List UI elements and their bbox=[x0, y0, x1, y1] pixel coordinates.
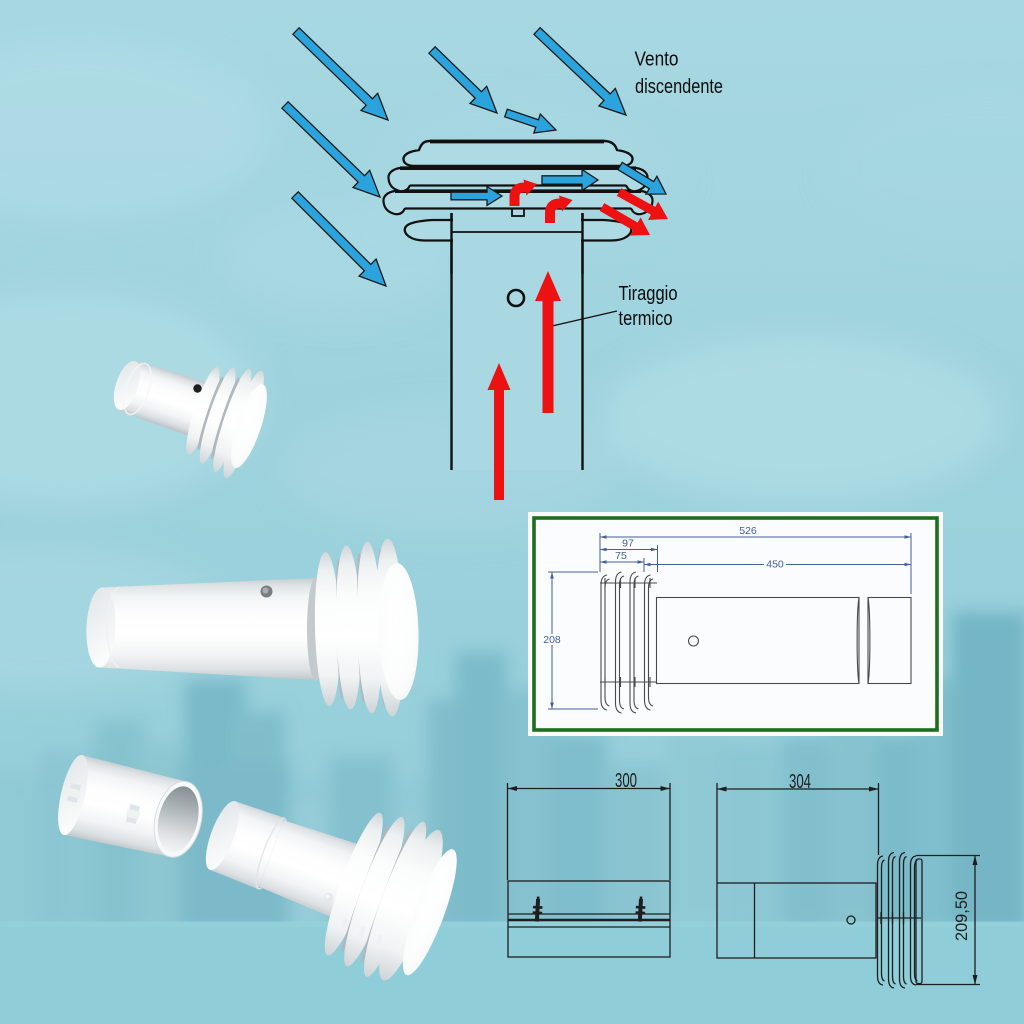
svg-text:Tiraggio: Tiraggio bbox=[619, 282, 678, 305]
svg-text:termico: termico bbox=[619, 307, 673, 330]
svg-text:75: 75 bbox=[615, 550, 627, 562]
svg-text:450: 450 bbox=[766, 559, 784, 571]
svg-text:208: 208 bbox=[543, 634, 561, 646]
svg-text:97: 97 bbox=[622, 538, 634, 550]
svg-text:304: 304 bbox=[789, 771, 811, 793]
svg-text:300: 300 bbox=[615, 770, 637, 792]
svg-text:discendente: discendente bbox=[635, 75, 723, 98]
svg-text:209,50: 209,50 bbox=[952, 891, 971, 941]
svg-text:526: 526 bbox=[739, 525, 757, 537]
svg-text:Vento: Vento bbox=[635, 48, 679, 71]
